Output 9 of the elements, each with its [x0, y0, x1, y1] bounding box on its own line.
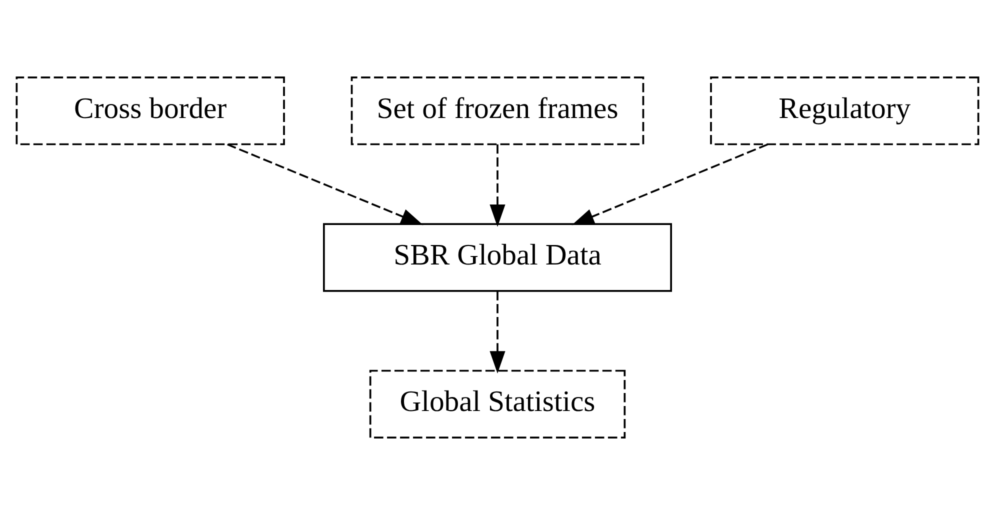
- arrow: [490, 291, 506, 374]
- node-box: Cross border: [16, 76, 285, 146]
- arrow: [572, 144, 768, 226]
- node-box: Regulatory: [710, 76, 980, 146]
- node-box: Global Statistics: [369, 370, 626, 438]
- arrow: [490, 144, 506, 227]
- node-box: Set of frozen frames: [350, 76, 644, 146]
- arrow: [227, 144, 424, 226]
- node-box: SBR Global Data: [323, 223, 672, 292]
